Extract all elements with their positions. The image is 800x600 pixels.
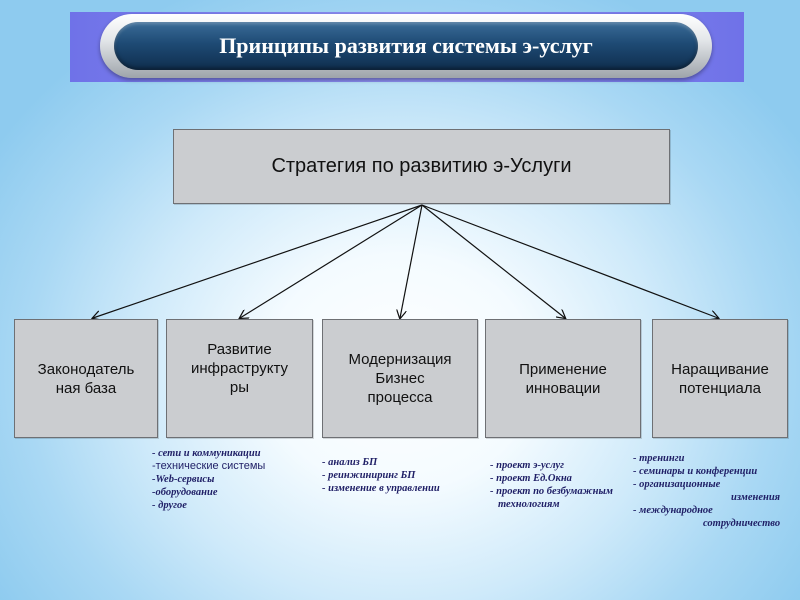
list-item: - другое (152, 500, 187, 511)
title-pill: Принципы развития системы э-услуг (114, 22, 698, 70)
arrow-3 (400, 204, 423, 318)
arrow-2 (240, 204, 423, 318)
list-item: - международное (633, 505, 713, 516)
node-infrastructure: Развитие инфраструкту ры (166, 319, 313, 438)
list-item: - сети и коммуникации (152, 448, 261, 459)
node-infrastructure-line: инфраструкту (190, 360, 288, 377)
arrow-5 (421, 204, 718, 318)
list-item: сотрудничество (703, 518, 781, 529)
node-innovation-line: Применение (519, 360, 607, 378)
root-node: Стратегия по развитию э-Услуги (173, 129, 670, 204)
node-modernization-line: Бизнес (375, 370, 425, 387)
node-infrastructure-line: ры (229, 379, 250, 396)
list-item: - тренинги (633, 453, 685, 464)
list-item: технологиям (498, 499, 560, 510)
list-item: -Web-сервисы (152, 474, 215, 485)
list-item: - организационные (633, 479, 721, 490)
root-node-label: Стратегия по развитию э-Услуги (271, 155, 572, 177)
node-modernization-line: процесса (367, 389, 433, 406)
node-capacity-line: Наращивание (671, 360, 769, 378)
list-item: -технические системы (152, 460, 266, 472)
list-item: -оборудование (152, 487, 218, 498)
node-infrastructure-line: Развитие (207, 341, 272, 358)
innovation-details: - проект э-услуг - проект Ед.Окна - прое… (490, 459, 613, 511)
arrow-1 (93, 204, 423, 318)
node-legislation-line: Законодатель (37, 360, 135, 378)
arrow-4 (421, 204, 565, 318)
list-item: - реинжиниринг БП (322, 470, 416, 481)
list-item: - проект э-услуг (490, 460, 565, 471)
list-item: изменения (731, 492, 781, 503)
modernization-details: - анализ БП - реинжиниринг БП - изменени… (322, 456, 440, 495)
list-item: - семинары и конференции (633, 466, 758, 477)
node-legislation: Законодатель ная база (14, 319, 158, 438)
slide-title: Принципы развития системы э-услуг (219, 33, 593, 58)
node-innovation: Применение инновации (485, 319, 641, 438)
node-capacity: Наращивание потенциала (652, 319, 788, 438)
capacity-details: - тренинги - семинары и конференции - ор… (633, 452, 780, 530)
list-item: - проект Ед.Окна (490, 473, 572, 484)
infrastructure-details: - сети и коммуникации -технические систе… (152, 447, 265, 512)
list-item: - проект по безбумажным (490, 486, 613, 497)
node-modernization: Модернизация Бизнес процесса (322, 319, 478, 438)
list-item: - изменение в управлении (322, 483, 440, 494)
list-item: - анализ БП (322, 457, 378, 468)
node-legislation-line: ная база (55, 379, 117, 397)
node-innovation-line: инновации (525, 379, 601, 397)
node-capacity-line: потенциала (679, 379, 761, 397)
node-modernization-line: Модернизация (348, 351, 452, 368)
